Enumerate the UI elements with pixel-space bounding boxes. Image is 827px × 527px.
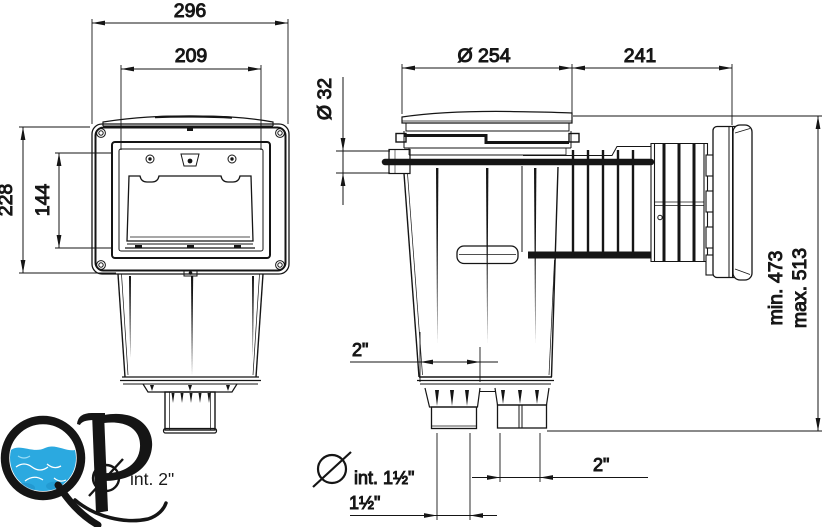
front-dim-width-total: 296 bbox=[91, 0, 289, 124]
front-width-total-label: 296 bbox=[174, 0, 207, 22]
logo-monogram-p bbox=[77, 413, 153, 513]
logo-swash bbox=[73, 498, 168, 523]
side-lid-diameter-label: Ø 254 bbox=[457, 45, 510, 67]
side-outlets bbox=[424, 387, 550, 430]
side-flange bbox=[705, 124, 753, 281]
front-dim-height-total: 228 bbox=[0, 126, 116, 274]
side-port-label: Ø 32 bbox=[314, 78, 336, 120]
side-outlet-offset-label: 2" bbox=[352, 340, 368, 360]
side-outlet-internal-label: int. 1½" bbox=[354, 468, 414, 488]
side-collar bbox=[395, 131, 580, 156]
front-view: 296 209 228 144 bbox=[0, 0, 290, 434]
side-dim-port: Ø 32 bbox=[314, 77, 390, 205]
side-flange-offset-label: 241 bbox=[624, 45, 657, 67]
side-dim-outlet-offset: 2" bbox=[350, 332, 498, 382]
front-dim-width-opening: 209 bbox=[120, 45, 262, 150]
side-dim-outlet-internal: int. 1½" bbox=[312, 451, 415, 489]
logo-caption: int. 2" bbox=[130, 469, 174, 489]
side-view: Ø 254 241 Ø 32 min. 473 max. 513 bbox=[312, 45, 822, 520]
side-dim-lid-diameter: Ø 254 bbox=[401, 45, 573, 114]
front-width-opening-label: 209 bbox=[175, 45, 208, 67]
qp-logo: QP int. 2" bbox=[0, 413, 174, 527]
side-throat bbox=[523, 143, 709, 262]
front-height-opening-label: 144 bbox=[32, 184, 54, 217]
front-body bbox=[117, 273, 264, 434]
front-dim-height-opening: 144 bbox=[32, 152, 111, 249]
side-dim-outlet-bottom: 1½" bbox=[349, 433, 497, 520]
front-opening-frame bbox=[111, 141, 271, 259]
side-depth-max-label: max. 513 bbox=[789, 248, 811, 328]
side-outlet-right-label: 2" bbox=[593, 455, 609, 475]
side-dim-outlet-right: 2" bbox=[472, 433, 648, 482]
front-height-total-label: 228 bbox=[0, 184, 17, 217]
logo-monogram-q bbox=[0, 415, 102, 527]
side-body bbox=[381, 158, 655, 385]
side-dim-flange-offset: 241 bbox=[572, 45, 733, 125]
side-depth-min-label: min. 473 bbox=[765, 251, 787, 326]
side-lid bbox=[401, 110, 573, 132]
side-outlet-bottom-label: 1½" bbox=[349, 493, 380, 513]
front-faceplate bbox=[91, 123, 290, 277]
side-dim-depth: min. 473 max. 513 bbox=[547, 115, 822, 432]
logo-diameter-symbol-icon bbox=[88, 458, 124, 497]
front-weir-flap bbox=[125, 175, 255, 249]
